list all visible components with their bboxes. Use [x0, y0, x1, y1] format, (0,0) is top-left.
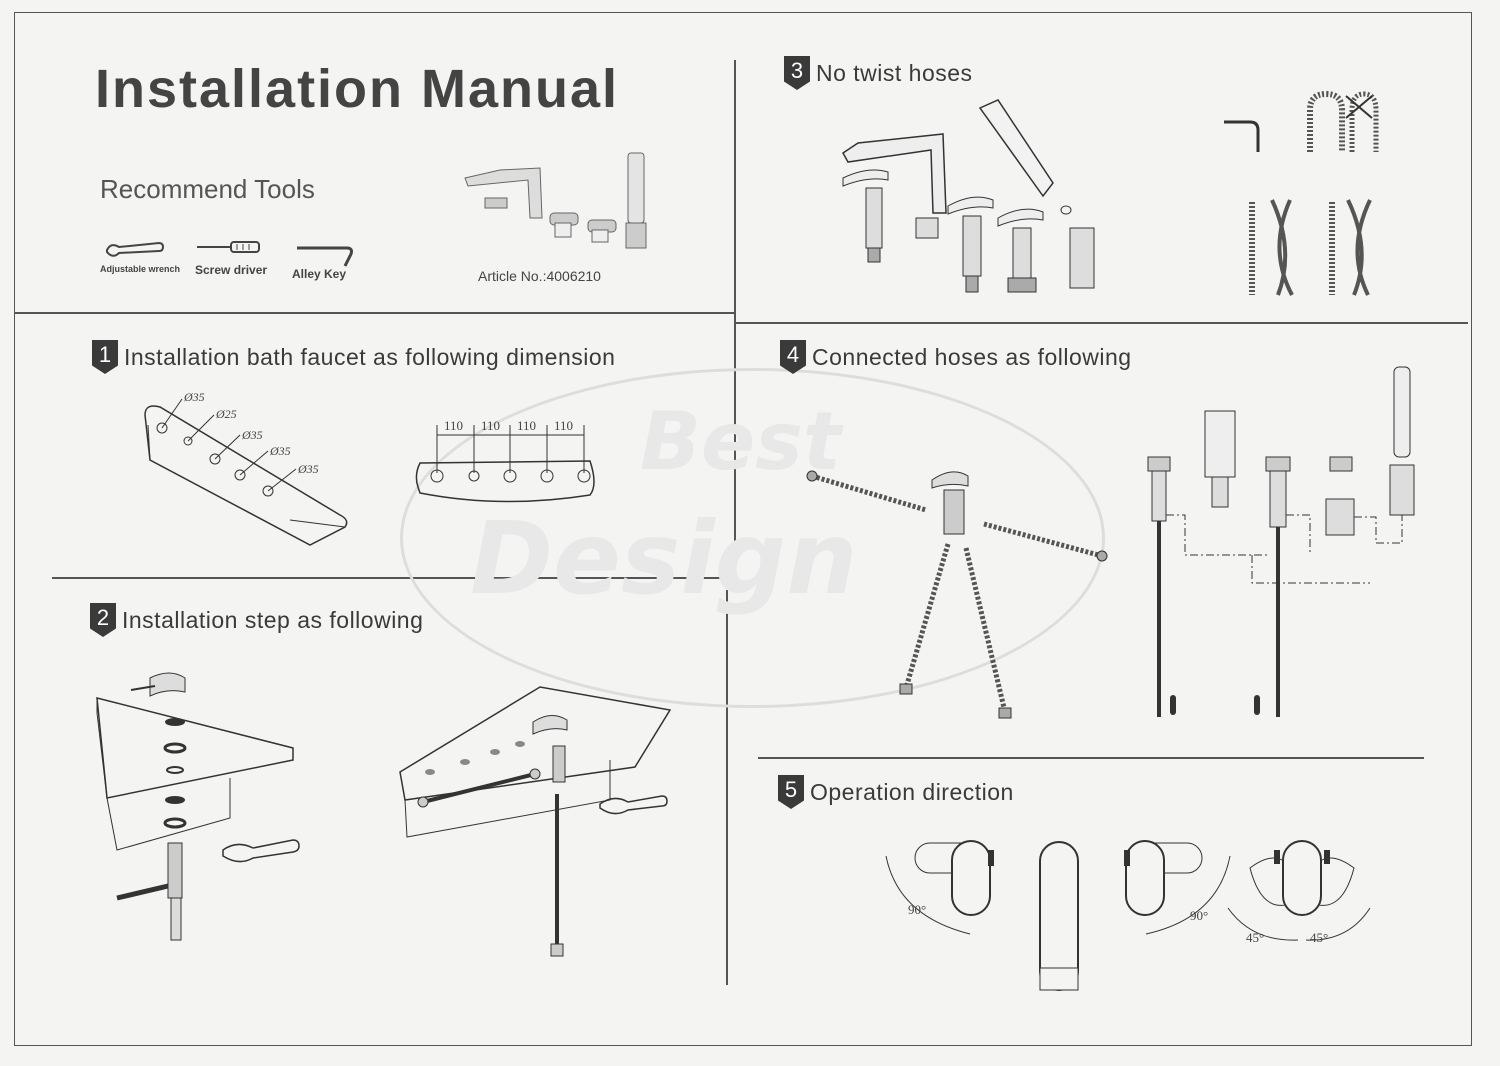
- angle-label-45-left: 45°: [1246, 930, 1264, 945]
- installation-step-a-illustration: [96, 672, 300, 941]
- angle-label-90-right: 90°: [1190, 908, 1208, 923]
- step-3-text: No twist hoses: [816, 59, 973, 86]
- step-1-text: Installation bath faucet as following di…: [124, 343, 616, 370]
- step-1-heading: 1 Installation bath faucet as following …: [92, 340, 615, 374]
- adjustable-wrench-icon: [106, 241, 165, 257]
- divider-right-lower: [758, 757, 1424, 759]
- angle-label-45-right: 45°: [1310, 930, 1328, 945]
- step-2-heading: 2 Installation step as following: [90, 603, 423, 637]
- angle-label-90-left: 90°: [908, 902, 926, 917]
- hole-label-4: Ø35: [269, 444, 291, 458]
- divider-vertical-upper: [734, 60, 736, 590]
- step-4-badge: 4: [780, 340, 806, 374]
- hose-layout-illustration: [1147, 366, 1415, 717]
- step-5-badge: 5: [778, 775, 804, 809]
- hole-label-2: Ø25: [215, 407, 237, 421]
- step-4-heading: 4 Connected hoses as following: [780, 340, 1132, 374]
- spacing-label-2: 110: [481, 418, 500, 433]
- page-title: Installation Manual: [95, 59, 620, 119]
- hole-spacing-illustration: 110 110 110 110: [415, 418, 595, 503]
- deck-dimension-illustration: Ø35 Ø25 Ø35 Ø35 Ø35: [144, 390, 348, 546]
- step-3-badge: 3: [784, 56, 810, 90]
- manual-sheet: [14, 12, 1472, 1046]
- step-1-badge: 1: [92, 340, 118, 374]
- divider-top-right: [734, 322, 1468, 324]
- operation-direction-illustration: 90° 90° 45° 45°: [885, 840, 1371, 991]
- hole-label-5: Ø35: [297, 462, 319, 476]
- step-5-text: Operation direction: [810, 778, 1014, 805]
- watermark-text-best: Best: [640, 395, 842, 488]
- hose-connection-illustration: [806, 470, 1108, 719]
- watermark-text-design: Design: [470, 500, 858, 617]
- tool-label-allen-key: Alley Key: [292, 267, 347, 281]
- step-2-text: Installation step as following: [122, 606, 424, 633]
- article-number: Article No.:4006210: [478, 268, 601, 284]
- faucet-set-illustration: [464, 152, 647, 249]
- spacing-label-4: 110: [554, 418, 573, 433]
- recommend-tools-heading: Recommend Tools: [100, 174, 315, 204]
- hose-no-twist-illustration: [1224, 90, 1379, 296]
- step-4-text: Connected hoses as following: [812, 343, 1132, 370]
- hole-label-3: Ø35: [241, 428, 263, 442]
- tool-label-wrench: Adjustable wrench: [100, 264, 181, 274]
- step-2-badge: 2: [90, 603, 116, 637]
- hole-label-1: Ø35: [183, 390, 205, 404]
- step-5-heading: 5 Operation direction: [778, 775, 1014, 809]
- allen-key-icon: [297, 246, 353, 267]
- divider-top: [14, 312, 734, 314]
- screwdriver-icon: [197, 241, 260, 253]
- spacing-label-1: 110: [444, 418, 463, 433]
- installation-step-b-illustration: [399, 686, 672, 957]
- spacing-label-3: 110: [517, 418, 536, 433]
- exploded-faucet-illustration: [842, 99, 1095, 293]
- tool-label-screwdriver: Screw driver: [195, 263, 268, 277]
- divider-left-middle: [52, 577, 728, 579]
- step-3-heading: 3 No twist hoses: [784, 56, 973, 90]
- divider-vertical-lower: [726, 590, 728, 985]
